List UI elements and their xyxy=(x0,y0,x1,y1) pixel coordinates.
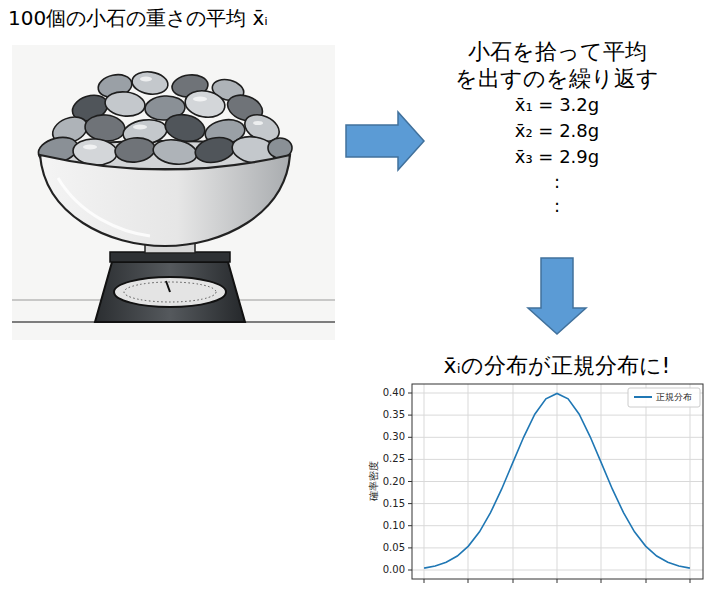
tick-label: 0.10 xyxy=(361,519,405,533)
tick-label: 0.05 xyxy=(361,541,405,555)
bowl-gloss xyxy=(58,178,150,236)
tick-label: 0.00 xyxy=(361,563,405,577)
plot-area xyxy=(412,384,703,579)
axis-title: 確率密度 xyxy=(368,459,380,503)
process-group: 小石を拾って平均 を出すのを繰り返すx̄₁ = 3.2gx̄₂ = 2.8gx̄… xyxy=(430,38,684,252)
stone-highlights xyxy=(83,77,263,150)
scale-dial xyxy=(114,277,226,307)
normal-distribution-chart xyxy=(408,384,703,583)
sample-mean: x̄₃ = 2.9g xyxy=(430,144,684,170)
tick-label: 0.20 xyxy=(361,475,405,489)
bowl-body xyxy=(40,155,290,246)
panel-heading: 100個の小石の重さの平均 x̄ᵢ xyxy=(8,4,340,32)
dial-needle xyxy=(166,281,170,292)
continuation-mark: : xyxy=(430,170,684,194)
normal-curve xyxy=(424,394,690,569)
sample-mean: x̄₁ = 3.2g xyxy=(430,92,684,118)
tick-label: 0.30 xyxy=(361,430,405,444)
result-panel: x̄ᵢの分布が正規分布に! xyxy=(395,340,719,586)
continuation-mark: : xyxy=(430,194,684,218)
block-arrow xyxy=(528,258,586,334)
picture-panel: 100個の小石の重さの平均 x̄ᵢ xyxy=(8,4,340,344)
picture-ground xyxy=(12,45,335,340)
tick-label: 0.25 xyxy=(361,452,405,466)
bowl-on-scale xyxy=(12,45,335,340)
dial-ticks xyxy=(124,282,216,302)
legend-text: 正規分布 xyxy=(656,391,692,403)
legend-line-sample xyxy=(634,396,652,398)
step-heading: 小石を拾って平均 を出すのを繰り返す xyxy=(430,38,684,92)
axis-ticks xyxy=(408,393,690,583)
tick-label: 0.40 xyxy=(361,386,405,400)
scale-body xyxy=(95,262,245,322)
result-heading: x̄ᵢの分布が正規分布に! xyxy=(395,352,719,380)
tick-label: 0.15 xyxy=(361,497,405,511)
stones xyxy=(36,70,292,167)
sample-mean: x̄₂ = 2.8g xyxy=(430,118,684,144)
tick-label: 0.35 xyxy=(361,408,405,422)
legend-box xyxy=(628,388,700,407)
plot-frame xyxy=(412,384,703,579)
grid xyxy=(412,384,703,579)
block-arrow xyxy=(346,112,424,170)
